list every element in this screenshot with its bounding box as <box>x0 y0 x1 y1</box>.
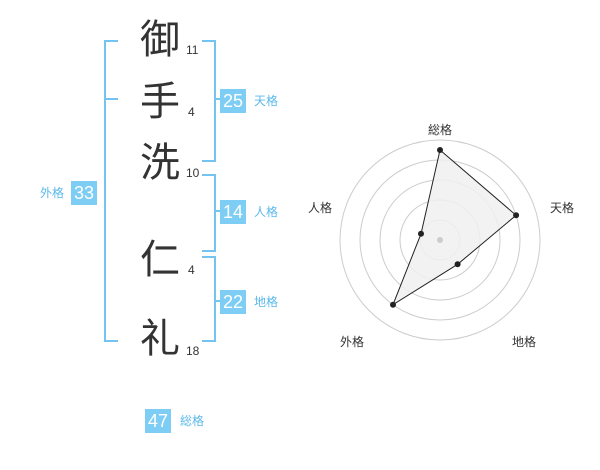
name-char-2: 手 <box>140 79 180 125</box>
radar-data-polygon <box>391 149 517 306</box>
name-char-5: 礼 <box>140 316 180 362</box>
radar-ring-5 <box>339 139 541 341</box>
stroke-count-3: 10 <box>186 166 200 180</box>
gaikaku-value-badge: 33 <box>71 181 98 205</box>
radar-axis-label-2: 天格 <box>550 200 574 215</box>
jinkaku-bracket <box>202 174 216 252</box>
radar-point-2 <box>513 212 520 219</box>
name-char-4: 仁 <box>140 237 180 283</box>
chikaku-value-badge: 22 <box>220 290 247 314</box>
radar-point-5 <box>418 230 424 237</box>
radar-point-4 <box>390 301 396 308</box>
soukaku-label: 総格 <box>180 414 205 428</box>
radar-axis-label-1: 総格 <box>428 122 452 137</box>
jinkaku-label: 人格 <box>254 205 279 219</box>
stroke-count-5: 18 <box>186 344 200 358</box>
stroke-count-1: 11 <box>186 43 199 57</box>
tenkaku-label: 天格 <box>254 94 279 108</box>
radar-axis-label-3: 地格 <box>512 334 536 349</box>
jinkaku-bracket-tick <box>214 210 222 212</box>
name-char-1: 御 <box>140 17 180 63</box>
radar-point-3 <box>454 261 461 268</box>
stroke-count-2: 4 <box>188 105 195 119</box>
radar-axis-labels: 総格 天格 地格 外格 人格 <box>308 122 574 349</box>
tenkaku-bracket <box>202 40 216 162</box>
radar-chart: 総格 天格 地格 外格 人格 <box>308 122 574 349</box>
tenkaku-value-badge: 25 <box>220 89 247 113</box>
radar-data-points <box>390 147 520 308</box>
stroke-count-4: 4 <box>188 263 195 277</box>
chikaku-bracket <box>202 256 216 342</box>
jinkaku-value-badge: 14 <box>220 200 247 224</box>
radar-axis-label-4: 外格 <box>340 334 364 349</box>
radar-center-dot <box>437 237 443 243</box>
tenkaku-bracket-tick <box>214 98 222 100</box>
chikaku-bracket-tick <box>214 300 222 302</box>
gaikaku-bracket <box>104 40 118 342</box>
gaikaku-bracket-tick <box>104 98 118 100</box>
radar-point-1 <box>437 147 443 153</box>
radar-axis-label-5: 人格 <box>308 200 332 215</box>
soukaku-value-badge: 47 <box>145 409 172 433</box>
chikaku-label: 地格 <box>254 295 279 309</box>
gaikaku-label: 外格 <box>40 186 65 200</box>
name-char-3: 洗 <box>140 140 180 186</box>
